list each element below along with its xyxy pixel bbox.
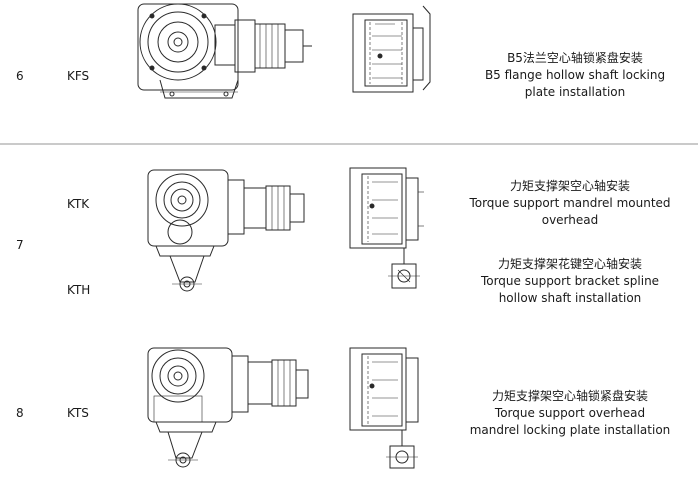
- row-number-7: 7: [16, 238, 24, 252]
- model-code-kfs: KFS: [67, 69, 90, 83]
- kfs-front-view: [137, 3, 312, 99]
- description-kfs: B5法兰空心轴锁紧盘安装 B5 flange hollow shaft lock…: [460, 50, 690, 101]
- description-ktk-en1: Torque support mandrel mounted: [469, 196, 671, 210]
- model-code-kth: KTH: [67, 283, 91, 297]
- kts-front-view: [147, 347, 309, 468]
- description-kfs-en1: B5 flange hollow shaft locking: [484, 68, 666, 82]
- ktk-front-view: [147, 169, 305, 292]
- description-kth-en2: hollow shaft installation: [498, 291, 642, 305]
- description-ktk: 力矩支撑架空心轴安装 Torque support mandrel mounte…: [455, 178, 685, 229]
- row-number-6: 6: [16, 69, 24, 83]
- row-number-8: 8: [16, 406, 24, 420]
- description-kfs-cn: B5法兰空心轴锁紧盘安装: [507, 51, 643, 65]
- ktk-side-view: [349, 167, 424, 289]
- model-code-ktk: KTK: [67, 197, 90, 211]
- kts-side-view: [349, 347, 419, 469]
- description-kts-cn: 力矩支撑架空心轴锁紧盘安装: [491, 389, 648, 403]
- description-kts: 力矩支撑架空心轴锁紧盘安装 Torque support overhead ma…: [455, 388, 685, 439]
- description-kfs-en2: plate installation: [524, 85, 626, 99]
- description-kth: 力矩支撑架花键空心轴安装 Torque support bracket spli…: [455, 256, 685, 307]
- description-kts-en1: Torque support overhead: [494, 406, 646, 420]
- description-kth-en1: Torque support bracket spline: [480, 274, 660, 288]
- model-code-kts: KTS: [67, 406, 89, 420]
- description-kts-en2: mandrel locking plate installation: [469, 423, 671, 437]
- description-kth-cn: 力矩支撑架花键空心轴安装: [497, 257, 642, 271]
- description-ktk-en2: overhead: [541, 213, 599, 227]
- kfs-side-view: [352, 5, 431, 93]
- description-ktk-cn: 力矩支撑架空心轴安装: [509, 179, 630, 193]
